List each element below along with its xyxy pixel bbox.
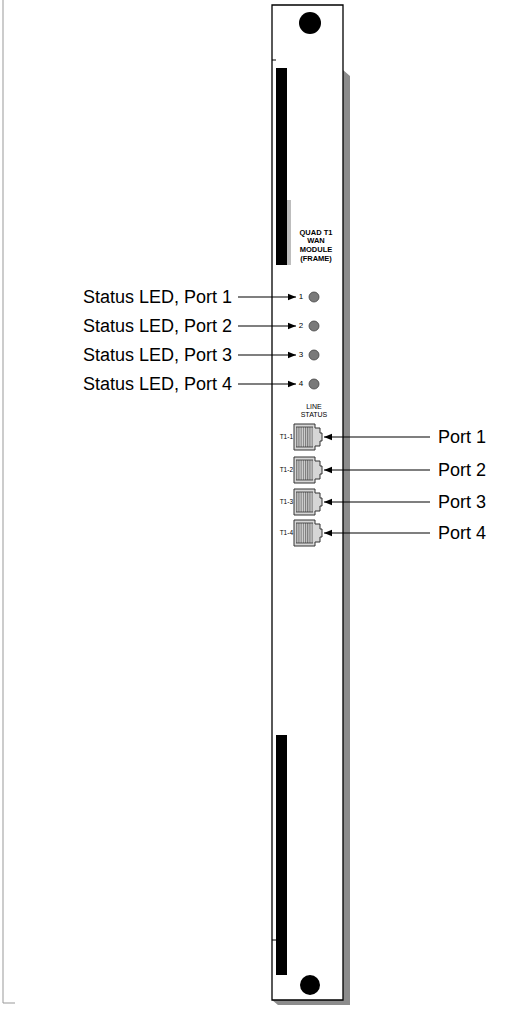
led-number: 3 [299, 350, 303, 359]
port-id: T1-4 [280, 529, 293, 536]
callout-text: Port 4 [436, 523, 488, 544]
callout-text: Port 2 [436, 460, 488, 481]
callout-text: Port 3 [436, 492, 488, 513]
port-id: T1-3 [280, 498, 293, 505]
callout-text: Status LED, Port 4 [81, 374, 234, 395]
module-title: QUAD T1 WAN MODULE (FRAME) [295, 229, 337, 264]
led-number: 4 [299, 379, 303, 388]
port-id: T1-2 [280, 466, 293, 473]
callout-text: Status LED, Port 2 [81, 316, 234, 337]
callout-text: Status LED, Port 3 [81, 345, 234, 366]
callout-text: Status LED, Port 1 [81, 287, 234, 308]
led-number: 2 [299, 321, 303, 330]
panel-label: LINE STATUS [299, 403, 329, 419]
led-number: 1 [299, 292, 303, 301]
callout-text: Port 1 [436, 427, 488, 448]
port-id: T1-1 [280, 433, 293, 440]
